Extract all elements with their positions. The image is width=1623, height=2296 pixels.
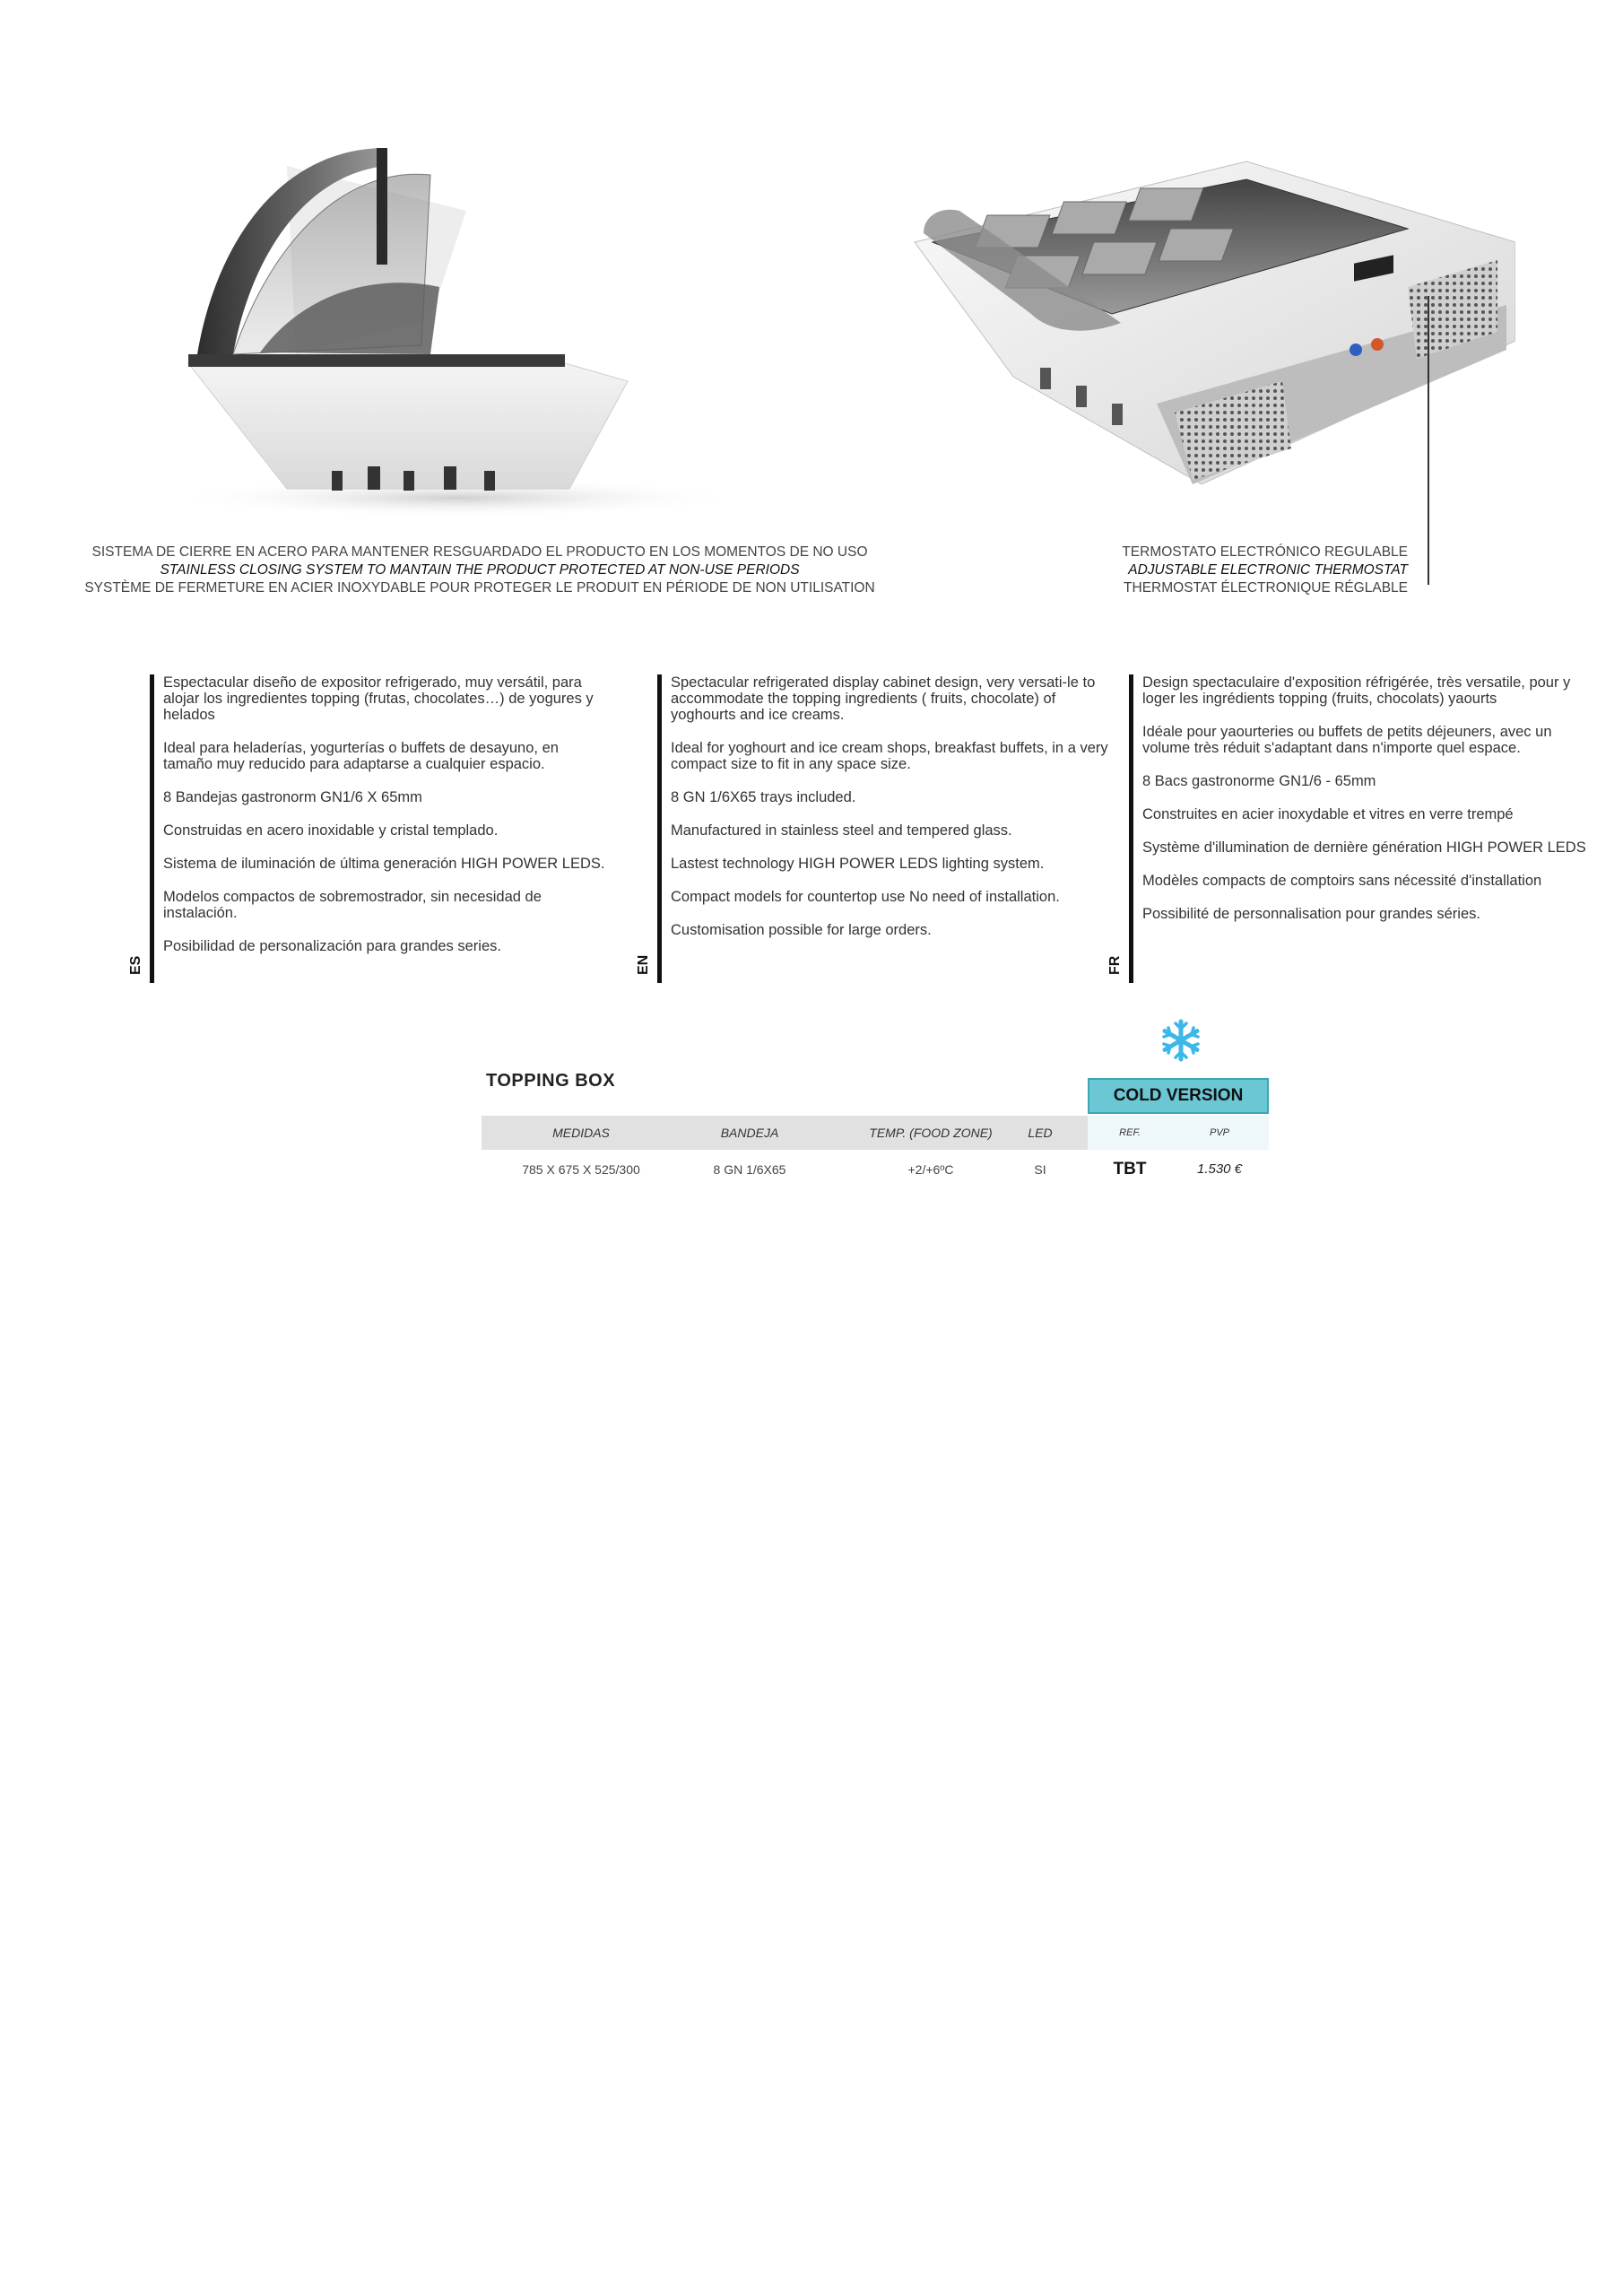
paragraph: Système d'illumination de dernière génér… [1142, 839, 1586, 856]
paragraph: Modèles compacts de comptoirs sans néces… [1142, 873, 1542, 889]
paragraph: 8 Bacs gastronorme GN1/6 - 65mm [1142, 773, 1376, 789]
description-text-es: Espectacular diseño de expositor refrige… [163, 674, 612, 971]
header-background-cold [1088, 1116, 1269, 1150]
paragraph: Customisation possible for large orders. [671, 922, 932, 938]
description-text-en: Spectacular refrigerated display cabinet… [671, 674, 1110, 955]
product-image-perspective-view [906, 144, 1515, 520]
thermostat-callout-line [1428, 296, 1429, 585]
paragraph: 8 Bandejas gastronorm GN1/6 X 65mm [163, 789, 422, 805]
header-led: LED [1028, 1126, 1053, 1140]
cold-version-badge: COLD VERSION [1088, 1078, 1269, 1114]
cell-ref: TBT [1113, 1160, 1147, 1178]
header-ref: REF. [1119, 1127, 1141, 1138]
language-code-es: ES [128, 955, 143, 975]
table-row: 785 X 675 X 525/300 8 GN 1/6X65 +2/+6ºC … [482, 1153, 1269, 1186]
paragraph: Lastest technology HIGH POWER LEDS light… [671, 856, 1045, 872]
caption-thermostat-es: TERMOSTATO ELECTRÓNICO REGULABLE [1122, 544, 1408, 560]
table-title: TOPPING BOX [486, 1071, 616, 1091]
paragraph: Construidas en acero inoxidable y crista… [163, 822, 499, 839]
caption-closing-system-fr: SYSTÈME DE FERMETURE EN ACIER INOXYDABLE… [84, 580, 875, 596]
caption-thermostat-fr: THERMOSTAT ÉLECTRONIQUE RÉGLABLE [1124, 580, 1408, 596]
caption-thermostat-en: ADJUSTABLE ELECTRONIC THERMOSTAT [1128, 562, 1408, 578]
paragraph: Compact models for countertop use No nee… [671, 889, 1060, 905]
paragraph: Idéale pour yaourteries ou buffets de pe… [1142, 724, 1552, 756]
snowflake-icon [1159, 1018, 1203, 1063]
paragraph: Possibilité de personnalisation pour gra… [1142, 906, 1480, 922]
header-pvp: PVP [1209, 1127, 1230, 1138]
product-image-side-view [161, 112, 753, 525]
header-temp: TEMP. (FOOD ZONE) [869, 1126, 993, 1140]
header-background [482, 1116, 1088, 1150]
column-divider-bar [1129, 674, 1133, 983]
paragraph: 8 GN 1/6X65 trays included. [671, 789, 856, 805]
paragraph: Sistema de iluminación de última generac… [163, 856, 605, 872]
paragraph: Ideal para heladerías, yogurterías o buf… [163, 740, 559, 772]
paragraph: Modelos compactos de sobremostrador, sin… [163, 889, 542, 921]
paragraph: Design spectaculaire d'exposition réfrig… [1142, 674, 1571, 707]
paragraph: Manufactured in stainless steel and temp… [671, 822, 1012, 839]
paragraph: Espectacular diseño de expositor refrige… [163, 674, 594, 723]
paragraph: Construites en acier inoxydable et vitre… [1142, 806, 1514, 822]
paragraph: Ideal for yoghourt and ice cream shops, … [671, 740, 1108, 772]
table-header-row: MEDIDAS BANDEJA TEMP. (FOOD ZONE) LED RE… [482, 1116, 1269, 1150]
header-medidas: MEDIDAS [552, 1126, 610, 1140]
cell-led: SI [1034, 1162, 1046, 1177]
caption-closing-system: SISTEMA DE CIERRE EN ACERO PARA MANTENER… [81, 544, 879, 597]
language-code-en: EN [636, 954, 651, 976]
paragraph: Spectacular refrigerated display cabinet… [671, 674, 1096, 723]
paragraph: Posibilidad de personalización para gran… [163, 938, 501, 954]
header-bandeja: BANDEJA [720, 1126, 779, 1140]
cell-price: 1.530 € [1196, 1161, 1243, 1177]
caption-closing-system-es: SISTEMA DE CIERRE EN ACERO PARA MANTENER… [91, 544, 868, 560]
caption-thermostat: TERMOSTATO ELECTRÓNICO REGULABLE ADJUSTA… [1031, 544, 1408, 597]
cell-bandeja: 8 GN 1/6X65 [713, 1162, 786, 1177]
column-divider-bar [150, 674, 154, 983]
cell-temp: +2/+6ºC [907, 1162, 954, 1177]
description-text-fr: Design spectaculaire d'exposition réfrig… [1142, 674, 1600, 939]
column-divider-bar [657, 674, 662, 983]
caption-closing-system-en: STAINLESS CLOSING SYSTEM TO MANTAIN THE … [160, 562, 800, 578]
language-code-fr: FR [1107, 955, 1123, 975]
cell-medidas: 785 X 675 X 525/300 [522, 1162, 640, 1177]
